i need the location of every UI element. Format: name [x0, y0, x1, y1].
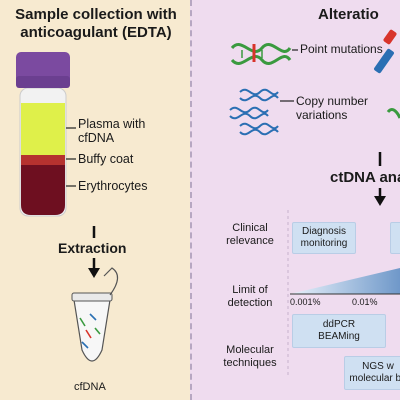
- molecular-techniques-label: Molecular techniques: [223, 344, 277, 369]
- ddpcr-box: ddPCR BEAMing: [292, 314, 386, 348]
- eppendorf-lid: [103, 267, 119, 296]
- limit-of-detection-label: Limit of detection: [227, 284, 273, 309]
- erythrocytes-label: Erythrocytes: [78, 179, 148, 193]
- cfdna-label: cfDNA: [74, 381, 106, 393]
- copy-number-label: Copy number variations: [296, 94, 369, 122]
- plasma-layer: [21, 103, 65, 155]
- alterations-illustration: [229, 29, 400, 378]
- lod-tick-001: 0.01%: [352, 297, 378, 307]
- diagnosis-monitoring-box-2: [390, 222, 400, 254]
- lod-tick-0001: 0.001%: [290, 297, 321, 307]
- extraction-arrow-head: [88, 268, 100, 278]
- alterations-title: Alteratio: [318, 6, 379, 23]
- dna-helix-green-icon: [386, 108, 400, 119]
- plasma-label: Plasma with cfDNA: [78, 117, 146, 145]
- buffy-coat-label: Buffy coat: [78, 152, 134, 166]
- dna-fragment: [79, 317, 86, 327]
- dna-fragment: [81, 341, 89, 349]
- detection-gradient: [290, 268, 400, 294]
- clinical-relevance-label: Clinical relevance: [226, 222, 274, 247]
- dna-fragment: [94, 327, 101, 335]
- analysis-arrow-head: [374, 196, 386, 206]
- tube-cap-rim: [16, 76, 70, 88]
- title-line-1: Sample collection with: [15, 6, 177, 23]
- blood-tube-illustration: [16, 52, 119, 362]
- ctdna-analysis-title: ctDNA ana: [330, 169, 400, 186]
- dna-helix-green-icon: [230, 43, 292, 65]
- buffy-coat-layer: [21, 155, 65, 165]
- diagnosis-monitoring-box: Diagnosis monitoring: [292, 222, 356, 254]
- title-line-2: anticoagulant (EDTA): [20, 24, 172, 41]
- erythrocytes-layer: [21, 165, 65, 215]
- dna-fragment: [89, 313, 97, 321]
- sample-collection-title: Sample collection with anticoagulant (ED…: [10, 6, 182, 42]
- point-mutations-label: Point mutations: [300, 42, 383, 56]
- extraction-label: Extraction: [58, 240, 127, 256]
- dna-helix-blue-icon: [229, 88, 279, 136]
- ngs-box: NGS w molecular ba: [344, 356, 400, 390]
- syringe-icon: [374, 29, 397, 74]
- eppendorf-tube: [73, 299, 111, 362]
- eppendorf-rim: [71, 292, 113, 302]
- dna-fragment: [85, 329, 92, 339]
- panel-divider: [190, 0, 192, 400]
